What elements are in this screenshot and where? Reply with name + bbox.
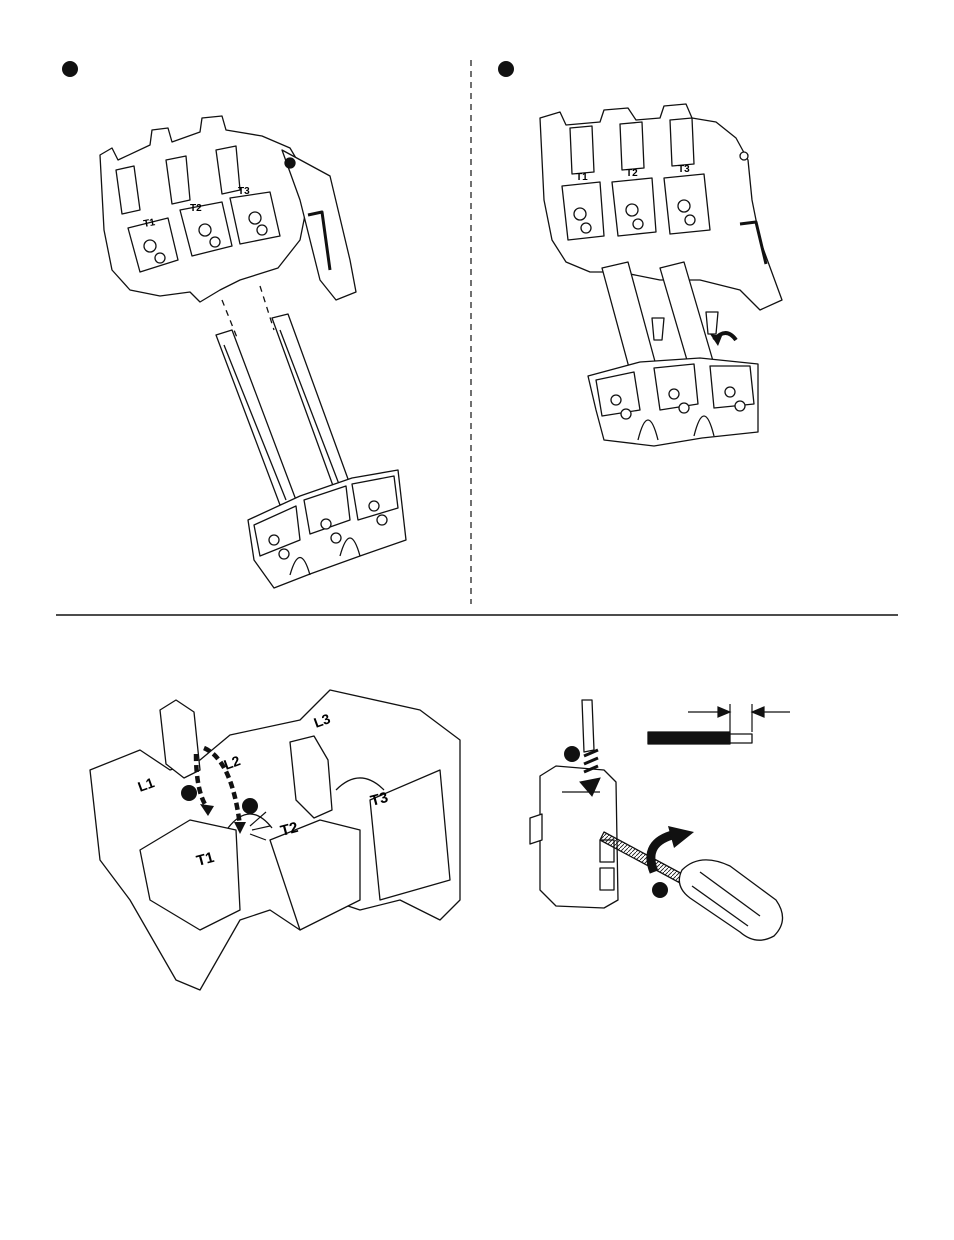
fuse-holder-base-drawing <box>90 690 460 990</box>
step-bullet-d <box>652 882 668 898</box>
tl-label-t3: T3 <box>238 186 250 197</box>
step-bullet-2 <box>498 61 514 77</box>
step-bullet-b <box>242 798 258 814</box>
step-bullet-1 <box>62 61 78 77</box>
fuse-base-assembled-drawing <box>540 104 782 446</box>
rotate-arrow-head-icon <box>710 334 722 346</box>
step-bullet-c <box>564 746 580 762</box>
strip-length-dimension <box>688 704 790 732</box>
tr-label-t1: T1 <box>576 172 588 183</box>
turn-arrowhead-icon <box>668 826 694 848</box>
tl-label-t1: T1 <box>143 217 157 230</box>
tl-label-t2: T2 <box>190 203 202 214</box>
fuse-base-exploded-drawing <box>100 116 406 588</box>
terminal-block-wiring-drawing <box>530 700 783 940</box>
tr-label-t2: T2 <box>626 168 638 179</box>
tr-label-t3: T3 <box>678 164 690 175</box>
step-bullet-a <box>181 785 197 801</box>
